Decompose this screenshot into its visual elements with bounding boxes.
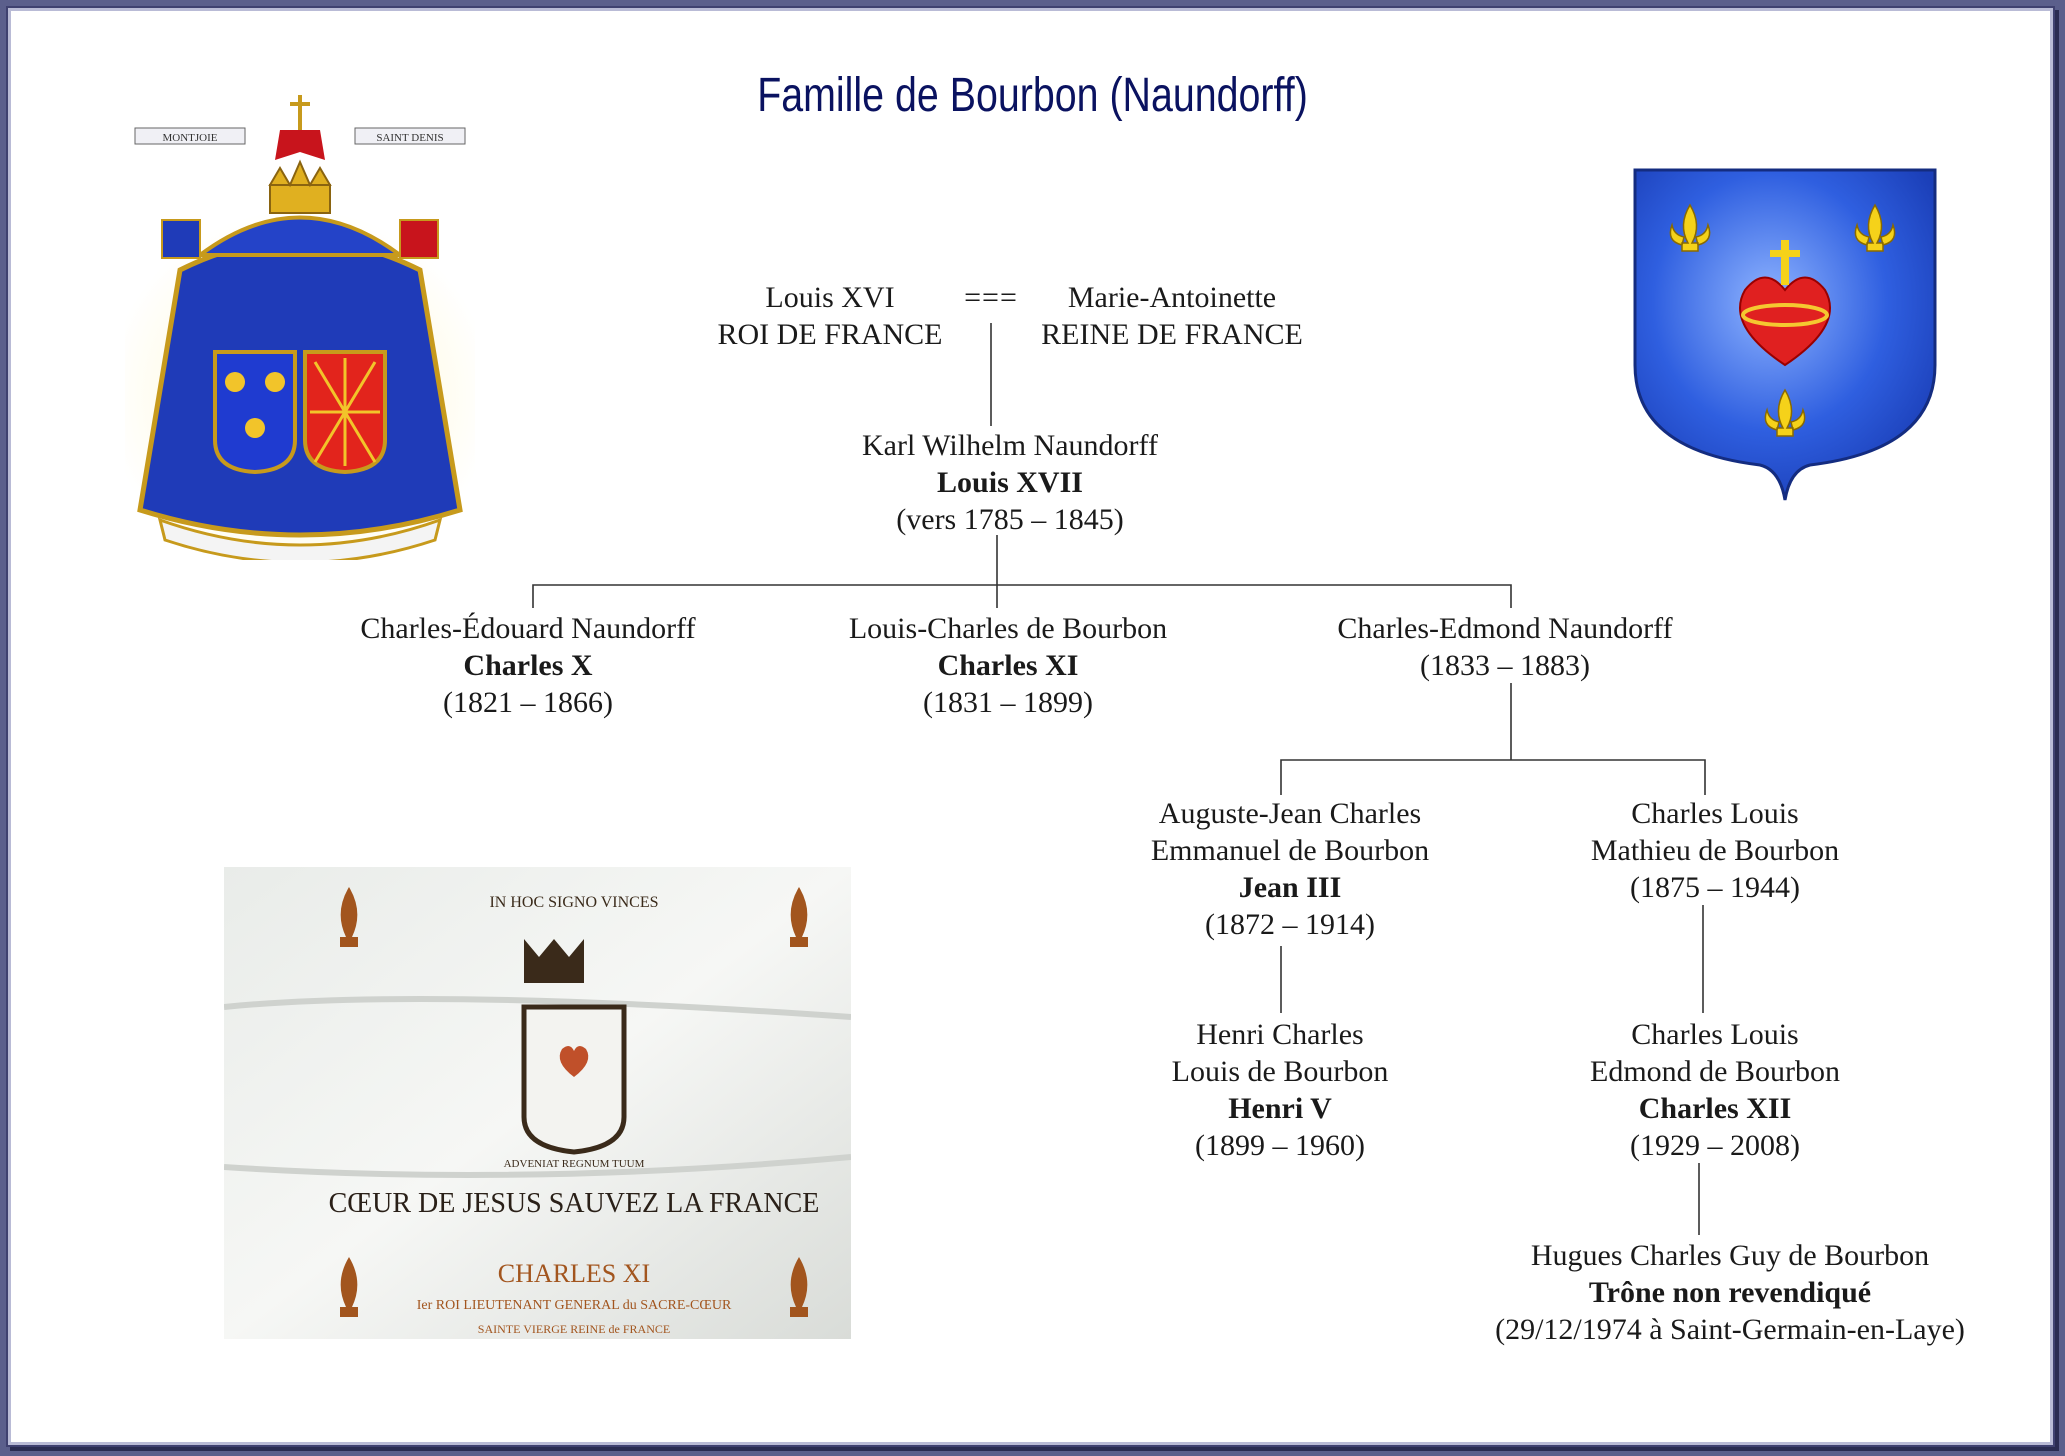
node-name: Charles Louis	[1631, 797, 1799, 830]
motto-montjoie: MONTJOIE	[163, 132, 218, 144]
banner-name: CHARLES XI	[498, 1259, 650, 1288]
node-dates: (1872 – 1914)	[1205, 908, 1375, 941]
node-charles-louis-mathieu: Charles Louis Mathieu de Bourbon (1875 –…	[1520, 795, 1910, 906]
node-dates: (1929 – 2008)	[1630, 1129, 1800, 1162]
node-charles-xi: Louis-Charles de Bourbon Charles XI (183…	[798, 610, 1218, 721]
node-name: Edmond de Bourbon	[1590, 1055, 1840, 1088]
node-name: Marie-Antoinette	[1067, 281, 1277, 314]
node-dates: (1833 – 1883)	[1420, 649, 1590, 682]
node-henri-v: Henri Charles Louis de Bourbon Henri V (…	[1090, 1016, 1470, 1164]
node-name: Louis XVI	[765, 281, 895, 314]
node-louis-xvi: Louis XVI ROI DE FRANCE	[680, 279, 980, 353]
page-title: Famille de Bourbon (Naundorff)	[757, 69, 1308, 122]
node-regnal: Louis XVII	[937, 466, 1083, 499]
node-name: Henri Charles	[1196, 1018, 1364, 1051]
node-name: Charles-Édouard Naundorff	[360, 612, 696, 645]
node-dates: (vers 1785 – 1845)	[896, 503, 1124, 536]
banner-line2: SAINTE VIERGE REINE de FRANCE	[478, 1322, 670, 1336]
node-marie-antoinette: Marie-Antoinette REINE DE FRANCE	[1022, 279, 1322, 353]
node-name: Mathieu de Bourbon	[1590, 834, 1840, 867]
node-regnal: Jean III	[1238, 871, 1342, 904]
node-charles-xii: Charles Louis Edmond de Bourbon Charles …	[1520, 1016, 1910, 1164]
node-name: Charles Louis	[1631, 1018, 1799, 1051]
node-louis-xvii: Karl Wilhelm Naundorff Louis XVII (vers …	[810, 427, 1210, 538]
node-title: ROI DE FRANCE	[717, 318, 943, 351]
banner-top-motto: IN HOC SIGNO VINCES	[489, 894, 658, 911]
line-gen2-bar	[532, 584, 1512, 608]
node-charles-edmond: Charles-Edmond Naundorff (1833 – 1883)	[1300, 610, 1710, 684]
node-hugues: Hugues Charles Guy de Bourbon Trône non …	[1450, 1237, 2010, 1348]
node-regnal: Charles X	[463, 649, 593, 682]
node-name: Louis-Charles de Bourbon	[848, 612, 1168, 645]
node-dates: (29/12/1974 à Saint-Germain-en-Laye)	[1495, 1313, 1965, 1346]
sacred-heart-shield-image	[1633, 168, 1937, 501]
node-jean-iii: Auguste-Jean Charles Emmanuel de Bourbon…	[1100, 795, 1480, 943]
node-regnal: Charles XII	[1638, 1092, 1792, 1125]
motto-saint-denis: SAINT DENIS	[376, 132, 443, 144]
node-dates: (1821 – 1866)	[443, 686, 613, 719]
node-regnal: Charles XI	[937, 649, 1079, 682]
node-name: Emmanuel de Bourbon	[1150, 834, 1430, 867]
node-regnal: Henri V	[1228, 1092, 1332, 1125]
banner-shield-motto: ADVENIAT REGNUM TUUM	[504, 1158, 645, 1170]
node-name: Karl Wilhelm Naundorff	[862, 429, 1158, 462]
node-dates: (1831 – 1899)	[923, 686, 1093, 719]
node-name: Louis de Bourbon	[1171, 1055, 1389, 1088]
coat-of-arms-image: MONTJOIE SAINT DENIS	[125, 95, 475, 560]
node-name: Auguste-Jean Charles	[1158, 797, 1422, 830]
banner-main-text: CŒUR DE JESUS SAUVEZ LA FRANCE	[329, 1188, 820, 1219]
line-gen3-bar	[1280, 759, 1706, 795]
node-name: Hugues Charles Guy de Bourbon	[1530, 1239, 1930, 1272]
banner-line1: Ier ROI LIEUTENANT GENERAL du SACRE-CŒUR	[417, 1298, 732, 1313]
sacred-heart-banner-photo: IN HOC SIGNO VINCES ADVENIAT REGNUM TUUM…	[224, 867, 851, 1339]
node-dates: (1899 – 1960)	[1195, 1129, 1365, 1162]
node-name: Charles-Edmond Naundorff	[1337, 612, 1673, 645]
node-dates: (1875 – 1944)	[1630, 871, 1800, 904]
node-title: REINE DE FRANCE	[1041, 318, 1303, 351]
node-charles-x: Charles-Édouard Naundorff Charles X (182…	[328, 610, 728, 721]
node-regnal: Trône non revendiqué	[1588, 1276, 1872, 1309]
marriage-symbol: ===	[964, 281, 1018, 314]
